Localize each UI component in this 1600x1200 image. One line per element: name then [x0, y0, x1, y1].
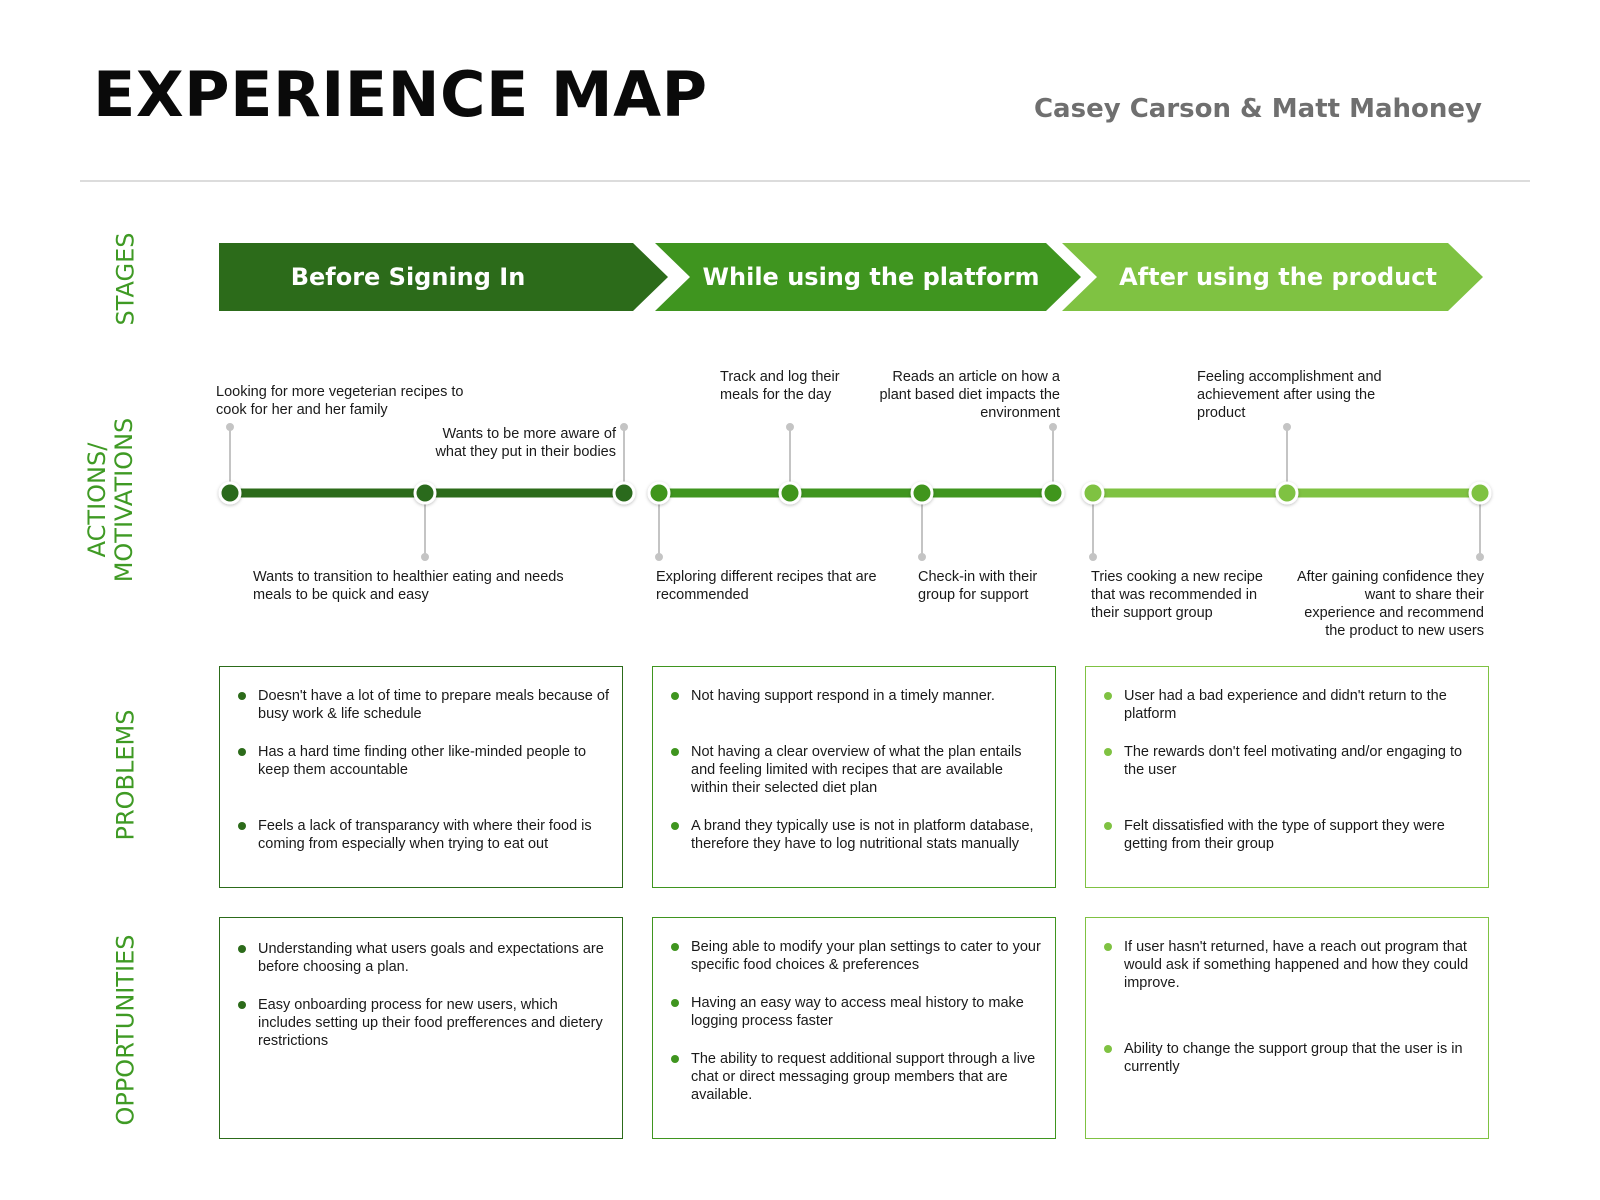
list-item: Not having a clear overview of what the …: [671, 743, 1043, 797]
action-text: Wants to be more aware of what they put …: [435, 426, 616, 460]
action-text: Wants to transition to healthier eating …: [253, 569, 564, 603]
authors: Casey Carson & Matt Mahoney: [1033, 94, 1482, 124]
connector-end-10: [1476, 553, 1484, 561]
list-item: Doesn't have a lot of time to prepare me…: [238, 687, 610, 723]
connector-end-7: [918, 553, 926, 561]
list-item: A brand they typically use is not in pla…: [671, 817, 1043, 853]
problems-box-before: Doesn't have a lot of time to prepare me…: [219, 666, 623, 888]
timeline-node-4: [647, 481, 671, 505]
header-divider: [80, 180, 1530, 182]
list-item: If user hasn't returned, have a reach ou…: [1104, 938, 1476, 992]
timeline-node-6: [910, 481, 934, 505]
stage-chevron-after-using: [1062, 243, 1483, 311]
connector-end-9: [1089, 553, 1097, 561]
connector-end-1: [226, 423, 234, 431]
action-text: Feeling accomplishment and achievement a…: [1197, 369, 1382, 421]
timeline-node-9: [1275, 481, 1299, 505]
timeline-node-7: [1041, 481, 1065, 505]
connector-end-2: [620, 423, 628, 431]
list-item: Having an easy way to access meal histor…: [671, 994, 1043, 1030]
action-text: After gaining confidence they want to sh…: [1296, 569, 1484, 639]
connector-end-3: [421, 553, 429, 561]
action-text: Track and log their meals for the day: [720, 369, 840, 403]
stage-chevron-before-signing-in: [219, 243, 668, 311]
opportunities-box-while: Being able to modify your plan settings …: [652, 917, 1056, 1139]
connector-end-8: [1283, 423, 1291, 431]
list-item: Understanding what users goals and expec…: [238, 940, 610, 976]
list-item: Being able to modify your plan settings …: [671, 938, 1043, 974]
stage-label-after-using: After using the product: [1119, 263, 1437, 291]
problems-box-after: User had a bad experience and didn't ret…: [1085, 666, 1489, 888]
list-item: Easy onboarding process for new users, w…: [238, 996, 610, 1050]
list-item: The rewards don't feel motivating and/or…: [1104, 743, 1476, 779]
list-item: Ability to change the support group that…: [1104, 1040, 1476, 1076]
opportunities-box-after: If user hasn't returned, have a reach ou…: [1085, 917, 1489, 1139]
connector-end-5: [1049, 423, 1057, 431]
action-text: Reads an article on how a plant based di…: [879, 369, 1060, 421]
timeline-node-8: [1081, 481, 1105, 505]
action-text: Exploring different recipes that are rec…: [656, 569, 877, 603]
list-item: Feels a lack of transparancy with where …: [238, 817, 610, 853]
page-title: EXPERIENCE MAP: [93, 58, 708, 131]
list-item: Has a hard time finding other like-minde…: [238, 743, 610, 779]
stage-label-while-using: While using the platform: [702, 263, 1040, 291]
list-item: Felt dissatisfied with the type of suppo…: [1104, 817, 1476, 853]
opportunities-box-before: Understanding what users goals and expec…: [219, 917, 623, 1139]
problems-box-while: Not having support respond in a timely m…: [652, 666, 1056, 888]
timeline-node-10: [1468, 481, 1492, 505]
timeline-node-3: [612, 481, 636, 505]
action-text: Looking for more vegeterian recipes to c…: [216, 384, 464, 418]
action-text: Check-in with their group for support: [918, 569, 1038, 603]
timeline-node-1: [218, 481, 242, 505]
list-item: User had a bad experience and didn't ret…: [1104, 687, 1476, 723]
connector-end-6: [655, 553, 663, 561]
list-item: The ability to request additional suppor…: [671, 1050, 1043, 1104]
stage-label-before-signing-in: Before Signing In: [290, 263, 526, 291]
timeline-node-2: [413, 481, 437, 505]
list-item: Not having support respond in a timely m…: [671, 687, 1043, 705]
stage-chevron-while-using: [655, 243, 1081, 311]
connector-end-4: [786, 423, 794, 431]
timeline-node-5: [778, 481, 802, 505]
action-text: Tries cooking a new recipe that was reco…: [1091, 569, 1263, 621]
